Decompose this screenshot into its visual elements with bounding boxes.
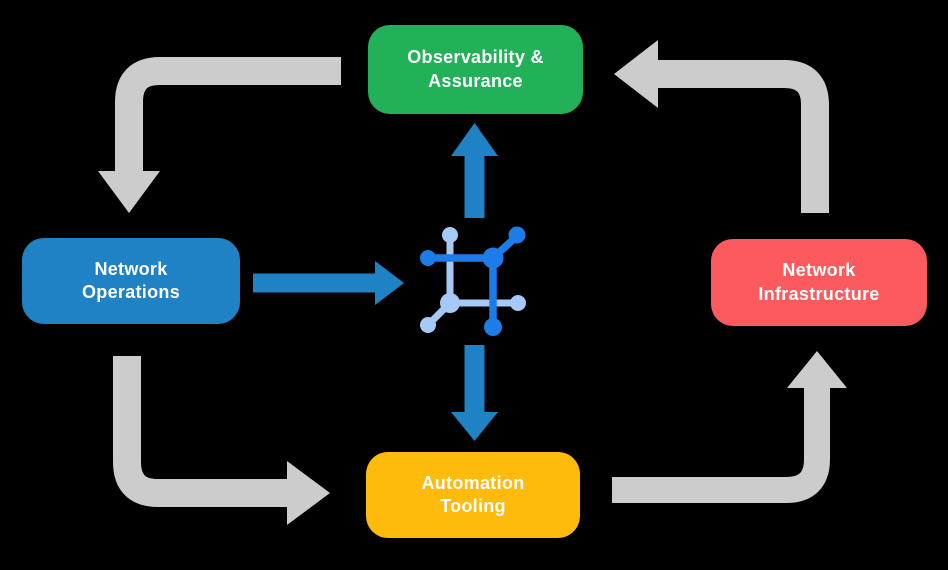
node-network-operations: Network Operations bbox=[22, 238, 240, 324]
node-automation-tooling-label: Automation Tooling bbox=[421, 472, 525, 516]
arrow-automation-to-infrastructure bbox=[612, 351, 847, 503]
arrow-operations-to-hub bbox=[253, 261, 404, 305]
node-observability-assurance-label: Observability & Assurance bbox=[407, 47, 544, 91]
network-hub-icon bbox=[420, 226, 526, 336]
network-hub-icon-dark-nodes bbox=[420, 226, 526, 336]
node-network-infrastructure: Network Infrastructure bbox=[711, 239, 927, 326]
node-automation-tooling: Automation Tooling bbox=[366, 452, 580, 538]
arrow-operations-to-automation bbox=[113, 356, 330, 525]
node-network-operations-label: Network Operations bbox=[81, 258, 181, 302]
arrow-infrastructure-to-observability bbox=[614, 40, 829, 213]
arrow-observability-to-operations bbox=[98, 57, 341, 213]
network-hub-icon-light-nodes bbox=[420, 227, 526, 333]
arrow-hub-to-observability bbox=[451, 123, 498, 218]
node-observability-assurance: Observability & Assurance bbox=[368, 25, 583, 114]
node-network-infrastructure-label: Network Infrastructure bbox=[758, 260, 880, 304]
arrow-hub-to-automation bbox=[451, 345, 498, 441]
